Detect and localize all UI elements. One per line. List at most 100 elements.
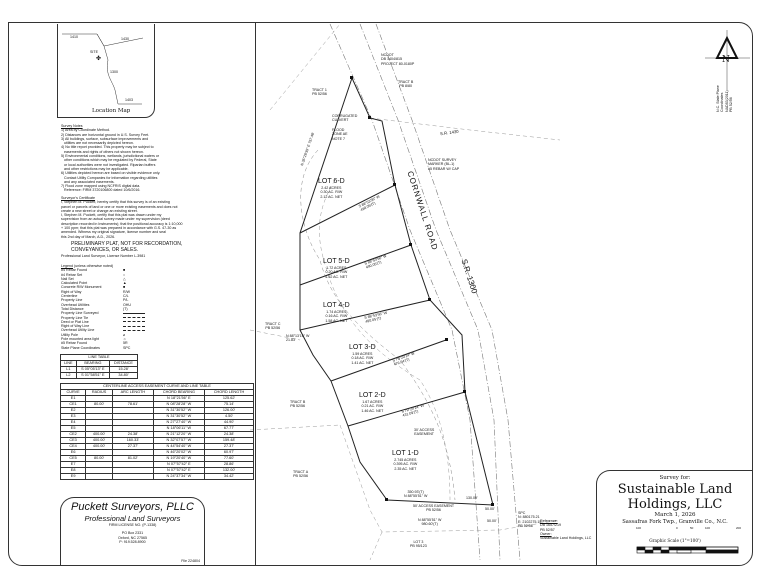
- table-cell: E9: [59, 473, 87, 480]
- note-line: utilities are not necessarily depicted h…: [61, 141, 134, 146]
- legend-label: Property Line: [61, 298, 83, 303]
- legend-label: Calculated Point: [61, 281, 88, 286]
- legend-label: Centerline: [61, 294, 78, 299]
- certificate-line: + 100 ppm; that this plat was prepared i…: [61, 226, 177, 231]
- legend-label: Concrete R/W Monument: [61, 285, 102, 290]
- table-cell: S 05°05'13" E: [75, 366, 111, 373]
- legend-symbol: ☼: [123, 337, 127, 342]
- client-name: Holdings, LLC: [627, 497, 723, 512]
- certificate-line: I, Stephen M. Puckett, hereby certify th…: [61, 200, 170, 205]
- lot-net: 1.52 AC. NET: [325, 274, 348, 279]
- firm-address: Oxford, NC 27565: [118, 535, 147, 540]
- north-letter: N: [722, 55, 730, 65]
- legend-item: Overhead Utility Line: [61, 328, 145, 332]
- lot-rw: 0.21 AC. R/W: [361, 404, 384, 409]
- lot-name: LOT 3-D: [349, 344, 376, 351]
- tract-name: TRACT 1: [312, 88, 327, 92]
- tract-ref: PB 52/56: [312, 92, 327, 97]
- legend-item: #4 Rebar Found■: [61, 268, 145, 272]
- road-label: 1410: [70, 35, 78, 39]
- lot-net: 1.41 AC. NET: [351, 360, 374, 365]
- note-line: 2) Distances are horizontal ground in U.…: [61, 132, 150, 137]
- location-map-title: Location Map: [92, 108, 131, 114]
- certificate-line: amended. Witness my original signature, …: [61, 230, 166, 235]
- tract-ref: PB 95/123: [410, 544, 427, 549]
- note-line: other conditions which may be regulated …: [61, 158, 157, 163]
- preliminary-line: PRELIMINARY PLAT, NOT FOR RECORDATION,: [71, 240, 183, 247]
- location-map-roads: [62, 33, 144, 105]
- note-line: Contact Utility Companies for informatio…: [61, 175, 158, 180]
- legend-symbol: 5R: [123, 341, 128, 346]
- legend-label: Utility Pole: [61, 332, 78, 337]
- legend-label: State Plane Coordinates: [61, 345, 100, 350]
- monuments: [350, 76, 494, 506]
- road-label: 1300: [110, 70, 118, 74]
- note-line: and any associated easements.: [61, 179, 115, 184]
- south-line-label: 350.93'(T)N 88°55'51" W: [404, 490, 428, 499]
- table-cell: [111, 473, 154, 480]
- certificate-line: parcel or parcels of land or one or more…: [61, 204, 178, 209]
- legend-symbol: ▲: [123, 281, 127, 286]
- north-arrow-icon: [705, 30, 750, 90]
- legend-symbol: [123, 328, 145, 331]
- left-panel: [8, 22, 256, 566]
- road-right-of-way: [329, 23, 521, 561]
- lot-rw: 0.18 AC. R/W: [351, 356, 374, 361]
- note-line: Reference: FIRM 3720106800 dated 10/6/20…: [61, 188, 141, 193]
- legend-symbol: [123, 320, 145, 323]
- site-label: SITE: [90, 50, 98, 54]
- certificate-line: this 2nd day of March, A.D., 2026.: [61, 234, 116, 239]
- legend-label: Nail Set: [61, 276, 74, 281]
- lot-rw: 0.16 AC. R/W: [325, 314, 348, 319]
- table-cell: 34.80': [109, 372, 138, 379]
- table-cell: L2: [60, 372, 77, 379]
- note-line: easements and rights of others not shown…: [61, 149, 144, 154]
- scale-ticks: 100 0 50 100 200: [636, 526, 742, 530]
- lot-rw: 0.395 AC. R/W: [393, 462, 418, 467]
- legend-heading: Legend: [61, 264, 73, 268]
- legend-symbol: R/W: [123, 289, 130, 294]
- survey-notes: Survey Notes 1) Area by Coordinate Metho…: [61, 124, 160, 193]
- note-line: 1) Area by Coordinate Method.: [61, 128, 110, 133]
- legend-symbol: C/L: [123, 294, 129, 299]
- scale-label: Graphic Scale (1"=100'): [649, 538, 701, 543]
- legend-symbol: ■: [123, 285, 126, 290]
- certificate-line: create a new street or change an existin…: [61, 208, 138, 213]
- lot-boundaries: [299, 76, 494, 506]
- dist-label: 50.00': [485, 507, 495, 511]
- lot-name: LOT 1-D: [392, 450, 419, 457]
- preliminary-notice: PRELIMINARY PLAT, NOT FOR RECORDATION, C…: [71, 241, 182, 253]
- preliminary-line: CONVEYANCES, OR SALES.: [71, 246, 139, 253]
- legend-item: Pole mounted area light ☼: [61, 337, 145, 341]
- legend-label: Right of Way Line: [61, 324, 90, 329]
- road-label: 1430: [121, 37, 129, 41]
- note-line: 3) All buildings, surface, subsurface im…: [61, 136, 149, 141]
- note-line: 7) Flood zone mapped using NCFRIS digita…: [61, 184, 141, 189]
- legend-item: Property Line Surveyed: [61, 311, 145, 315]
- table-cell: S 01°58'51" E: [75, 372, 111, 379]
- legend-label: Pole mounted area light: [61, 337, 99, 342]
- legend-item: Utility Pole⌀: [61, 333, 145, 337]
- lot-net: 1.46 AC. NET: [361, 408, 384, 413]
- lot-rw: 0.20 AC. R/W: [325, 270, 348, 275]
- lot-acres: 1.67 ACRES: [362, 400, 383, 404]
- lot-rw: 0.30 AC. R/W: [320, 190, 343, 195]
- tract-name: TRACT B: [398, 80, 414, 84]
- certificate-line: description recorded in Instruments); th…: [61, 221, 183, 226]
- legend-subheading: (unless otherwise noted): [74, 264, 114, 268]
- title-block: Survey for: Sustainable Land Holdings, L…: [596, 470, 753, 566]
